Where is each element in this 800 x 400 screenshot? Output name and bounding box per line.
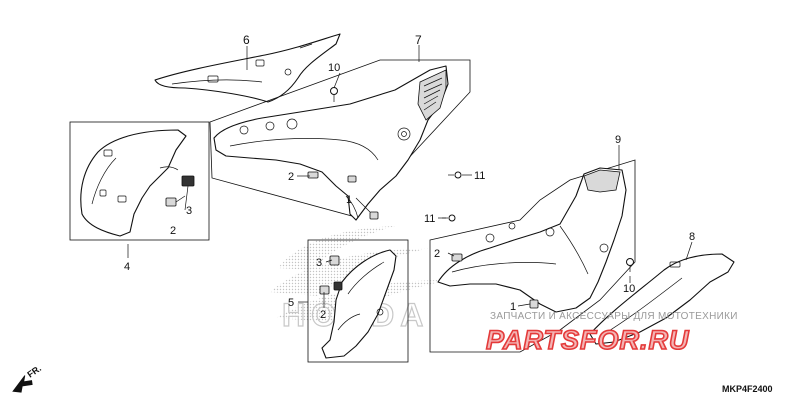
callout-2-upper: 2 (288, 171, 294, 183)
callout-1-upper: 1 (346, 194, 352, 206)
part-6-upper-cowl (154, 33, 341, 103)
callout-8: 8 (689, 231, 695, 243)
bolt-10-lower (626, 258, 634, 272)
callouts: 6 7 10 2 1 11 3 2 4 3 5 2 9 11 2 1 10 8 (124, 33, 695, 321)
part-8-side-strip (589, 253, 735, 345)
callout-10-upper: 10 (328, 62, 340, 74)
part-5-group-box (307, 239, 409, 363)
front-direction-arrow: FR. (12, 363, 43, 393)
front-direction-label: FR. (25, 363, 43, 380)
callout-2-left: 2 (170, 225, 176, 237)
part-4-side-cover (80, 129, 195, 237)
callout-11-upper: 11 (474, 170, 485, 182)
watermark-tagline: ЗАПЧАСТИ И АКСЕССУАРЫ ДЛЯ МОТОТЕХНИКИ (490, 311, 738, 322)
screw-11-upper (448, 171, 462, 179)
leader-lines (127, 45, 693, 308)
reference-code: MKP4F2400 (722, 384, 773, 394)
callout-9: 9 (615, 134, 621, 146)
callout-3-lower: 3 (316, 257, 322, 269)
part-5-lower-cover (319, 249, 397, 359)
watermark-logo-fill: PARTSFOR.RU (486, 325, 690, 355)
part-9-right-cover (437, 167, 627, 313)
callout-1-right: 1 (510, 301, 516, 313)
watermark-logo: PARTSFOR.RU (486, 325, 690, 355)
part-7-center-cover (213, 65, 449, 221)
callout-7: 7 (415, 33, 422, 47)
part-4-group-box (69, 121, 210, 241)
callout-2-right: 2 (434, 248, 440, 260)
callout-4: 4 (124, 261, 130, 273)
callout-3-left: 3 (186, 205, 192, 217)
bolt-10-upper (330, 87, 338, 102)
callout-2-lower: 2 (320, 309, 326, 321)
callout-11-lower: 11 (424, 213, 435, 225)
part-7-group-box (209, 59, 471, 217)
callout-10-lower: 10 (623, 283, 635, 295)
callout-6: 6 (243, 33, 250, 47)
callout-5: 5 (288, 297, 294, 309)
part-9-group-box (429, 159, 636, 353)
